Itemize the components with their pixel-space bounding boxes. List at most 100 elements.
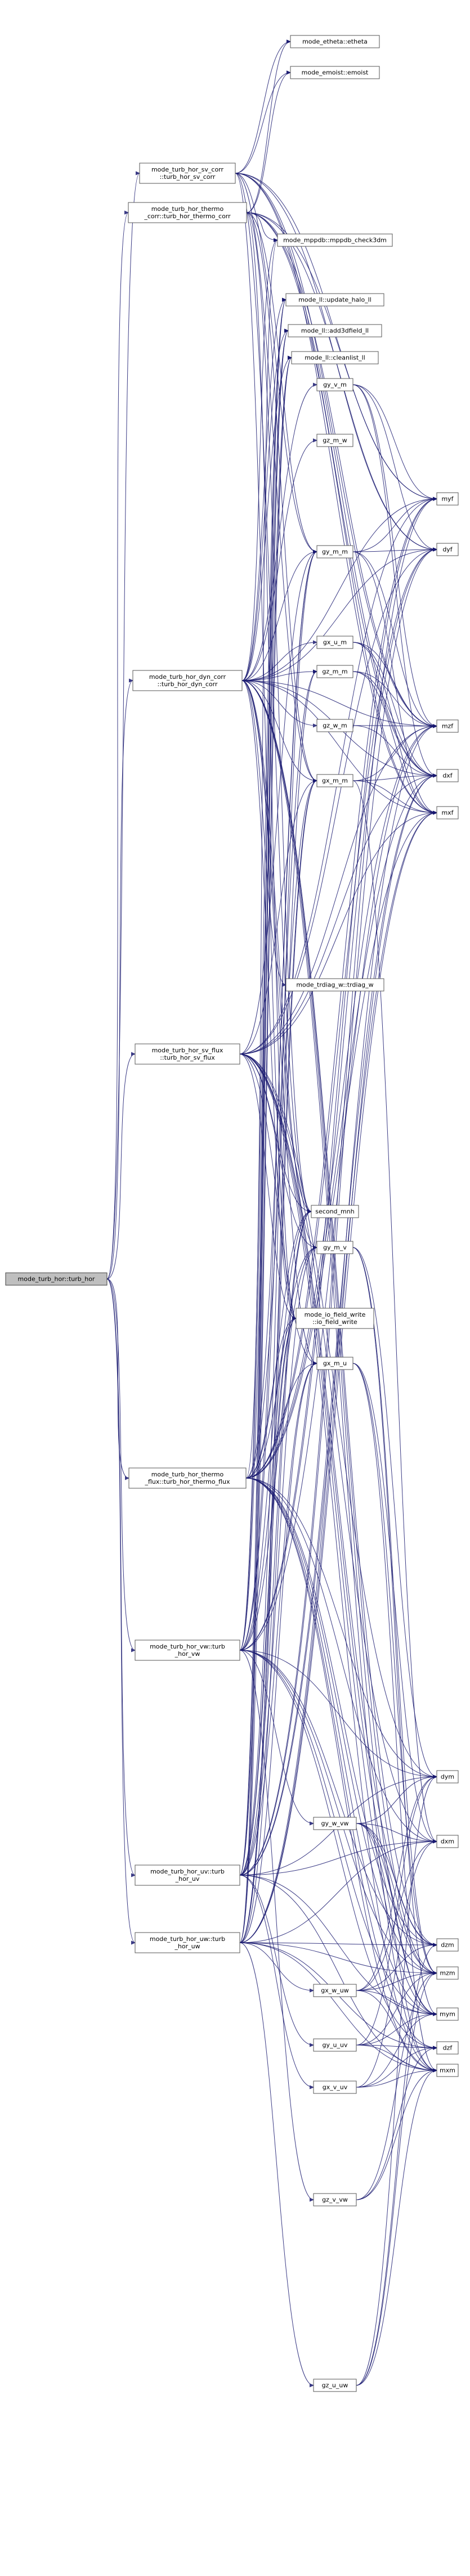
node-dzf[interactable]: dzf	[436, 2041, 459, 2055]
call-edge-gy_m_m-to-myf	[352, 499, 437, 552]
node-gy-w-vw[interactable]: gy_w_vw	[313, 1817, 357, 1830]
node-gz-m-m[interactable]: gz_m_m	[316, 665, 353, 678]
call-edge-sv_flux-to-second_mnh	[239, 1053, 311, 1212]
node-box	[285, 293, 384, 307]
call-edge-sv_corr-to-second_mnh	[235, 173, 311, 1212]
call-edge-root-to-uv	[106, 1278, 135, 1875]
node-vw[interactable]: mode_turb_hor_vw::turb_hor_vw	[135, 1640, 240, 1661]
node-io-field-write[interactable]: mode_io_field_write::io_field_write	[296, 1308, 374, 1329]
node-dzm[interactable]: dzm	[436, 1938, 459, 1952]
node-box	[135, 1932, 240, 1953]
node-label: _hor_uv	[175, 1875, 200, 1883]
call-edge-gz_v_vw-to-mxm	[356, 2070, 437, 2200]
node-root[interactable]: mode_turb_hor::turb_hor	[5, 1272, 108, 1286]
call-edge-vw-to-gz_m_m	[239, 672, 317, 1651]
node-gy-u-uv[interactable]: gy_u_uv	[313, 2038, 357, 2052]
call-edge-vw-to-dzm	[239, 1650, 437, 1945]
node-check3dm[interactable]: mode_mppdb::mppdb_check3dm	[277, 233, 393, 247]
node-mxf[interactable]: mxf	[436, 806, 459, 819]
node-box	[135, 1865, 240, 1886]
node-thermo-flux[interactable]: mode_turb_hor_thermo_flux::turb_hor_ther…	[128, 1467, 247, 1489]
node-box	[313, 2038, 357, 2052]
call-edge-gy_v_m-to-mzf	[352, 384, 437, 726]
node-label: dzf	[443, 2044, 453, 2052]
node-dyf[interactable]: dyf	[436, 543, 459, 556]
node-second-mnh[interactable]: second_mnh	[311, 1205, 359, 1218]
node-box	[132, 670, 243, 691]
call-edge-gx_m_m-to-mzf	[352, 726, 437, 781]
node-gy-m-v[interactable]: gy_m_v	[316, 1241, 353, 1254]
node-emoist[interactable]: mode_emoist::emoist	[290, 66, 380, 79]
call-edge-dyn_corr-to-gz_w_m	[241, 680, 317, 726]
node-dxm[interactable]: dxm	[436, 1835, 459, 1848]
node-label: gz_v_vw	[322, 2196, 348, 2204]
call-edge-uw-to-mzm	[239, 1942, 437, 1973]
node-gx-u-m[interactable]: gx_u_m	[316, 636, 353, 649]
node-gx-m-u[interactable]: gx_m_u	[316, 1357, 353, 1370]
node-dym[interactable]: dym	[436, 1770, 459, 1784]
node-trdiag[interactable]: mode_trdiag_w::trdiag_w	[285, 978, 384, 992]
node-gy-m-m[interactable]: gy_m_m	[316, 545, 353, 559]
call-edge-gy_w_vw-to-dxm	[356, 1823, 437, 1841]
node-gz-w-m[interactable]: gz_w_m	[316, 719, 353, 732]
node-thermo-corr[interactable]: mode_turb_hor_thermo_corr::turb_hor_ther…	[128, 202, 247, 223]
call-edge-sv_flux-to-io_field_write	[239, 1053, 296, 1318]
node-label: dyf	[442, 546, 453, 553]
node-label: gx_m_u	[323, 1360, 347, 1367]
node-gx-w-uw[interactable]: gx_w_uw	[313, 1984, 357, 1997]
node-mym[interactable]: mym	[436, 2007, 459, 2021]
node-label: _corr::turb_hor_thermo_corr	[144, 213, 231, 220]
node-label: mode_mppdb::mppdb_check3dm	[283, 237, 387, 244]
node-mzm[interactable]: mzm	[436, 1966, 459, 1980]
call-edge-uv-to-mxf	[239, 813, 437, 1876]
call-edge-uw-to-dzm	[239, 1942, 437, 1945]
node-sv-corr[interactable]: mode_turb_hor_sv_corr::turb_hor_sv_corr	[139, 163, 236, 184]
node-label: dzm	[441, 1942, 454, 1949]
node-etheta[interactable]: mode_etheta::etheta	[290, 35, 380, 48]
node-box	[316, 545, 353, 559]
call-edge-thermo_flux-to-mxm	[245, 1478, 437, 2070]
node-label: _hor_uw	[174, 1943, 200, 1950]
call-edge-sv_flux-to-gy_m_m	[239, 552, 317, 1055]
node-gz-v-vw[interactable]: gz_v_vw	[313, 2193, 357, 2206]
node-dyn-corr[interactable]: mode_turb_hor_dyn_corr::turb_hor_dyn_cor…	[132, 670, 243, 691]
node-myf[interactable]: myf	[436, 492, 459, 506]
call-edge-gy_u_uv-to-dym	[356, 1777, 437, 2046]
node-gy-v-m[interactable]: gy_v_m	[316, 378, 353, 391]
call-edge-uw-to-update_halo	[239, 300, 286, 1943]
node-box	[316, 719, 353, 732]
node-label: mym	[440, 2011, 455, 2018]
call-edge-gy_w_vw-to-mym	[356, 1823, 437, 2014]
node-gz-m-w[interactable]: gz_m_w	[316, 434, 353, 447]
call-edge-thermo_flux-to-dxf	[245, 776, 437, 1479]
call-edge-thermo_flux-to-dzf	[245, 1478, 437, 2048]
node-cleanlist[interactable]: mode_ll::cleanlist_ll	[291, 351, 379, 364]
node-mxm[interactable]: mxm	[436, 2064, 459, 2077]
node-mzf[interactable]: mzf	[436, 719, 459, 733]
call-edge-sv_corr-to-gy_m_m	[235, 173, 317, 552]
node-gx-m-m[interactable]: gx_m_m	[316, 774, 353, 787]
node-label: ::turb_hor_dyn_corr	[157, 681, 217, 688]
node-sv-flux[interactable]: mode_turb_hor_sv_flux::turb_hor_sv_flux	[135, 1043, 240, 1065]
node-uw[interactable]: mode_turb_hor_uw::turb_hor_uw	[135, 1932, 240, 1953]
call-edge-thermo_flux-to-dxm	[245, 1478, 437, 1841]
call-edge-dyn_corr-to-gy_m_v	[241, 680, 317, 1248]
node-box	[436, 492, 459, 506]
node-gz-u-uw[interactable]: gz_u_uw	[313, 2379, 357, 2392]
call-edge-gx_m_m-to-mxf	[352, 780, 437, 813]
node-label: mode_turb_hor_vw::turb	[150, 1643, 225, 1650]
node-box	[436, 2007, 459, 2021]
call-edge-vw-to-myf	[239, 499, 437, 1651]
call-edge-gx_m_u-to-mxm	[352, 1363, 437, 2070]
node-update-halo[interactable]: mode_ll::update_halo_ll	[285, 293, 384, 307]
node-gx-v-uv[interactable]: gx_v_uv	[313, 2080, 357, 2094]
call-edge-root-to-dyn_corr	[106, 681, 133, 1280]
node-dxf[interactable]: dxf	[436, 769, 459, 782]
node-add3dfield[interactable]: mode_ll::add3dfield_ll	[288, 324, 382, 337]
call-edge-dyn_corr-to-cleanlist	[241, 358, 292, 681]
node-label: gy_u_uv	[323, 2042, 348, 2049]
call-edge-thermo_corr-to-gy_m_m	[246, 212, 317, 552]
node-uv[interactable]: mode_turb_hor_uv::turb_hor_uv	[135, 1865, 240, 1886]
node-box	[313, 1817, 357, 1830]
node-label: mode_turb_hor_thermo	[151, 205, 224, 213]
